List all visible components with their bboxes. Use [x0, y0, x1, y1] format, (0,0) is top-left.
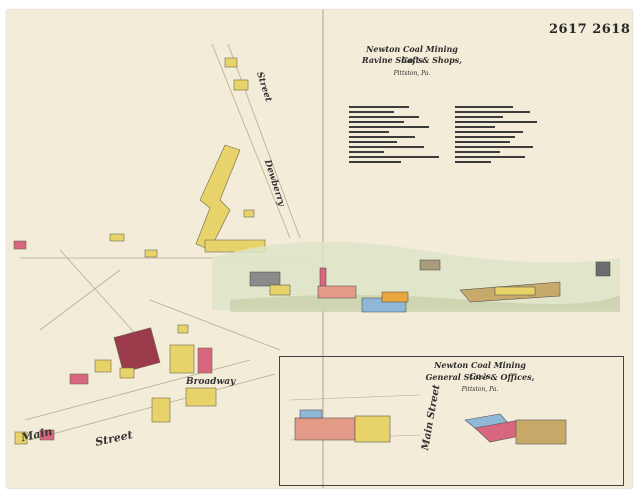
inset-title-line2: General Store & Offices, — [425, 372, 535, 382]
legend-left — [349, 103, 453, 193]
inset-frame — [279, 356, 624, 486]
main-title-place: Pittston, Pa. — [393, 70, 431, 77]
inset-title-line1: Newton Coal Mining Co.'s — [434, 360, 526, 381]
main-title-line2: Ravine Shaft & Shops, — [362, 55, 462, 65]
street-label-broadway: Broadway — [186, 377, 236, 387]
legend-right — [455, 103, 565, 193]
inset-title-place: Pittston, Pa. — [461, 386, 499, 393]
main-title-line1: Newton Coal Mining Co.'s — [366, 44, 458, 65]
sheet-number: 2617 2618 — [549, 22, 631, 37]
